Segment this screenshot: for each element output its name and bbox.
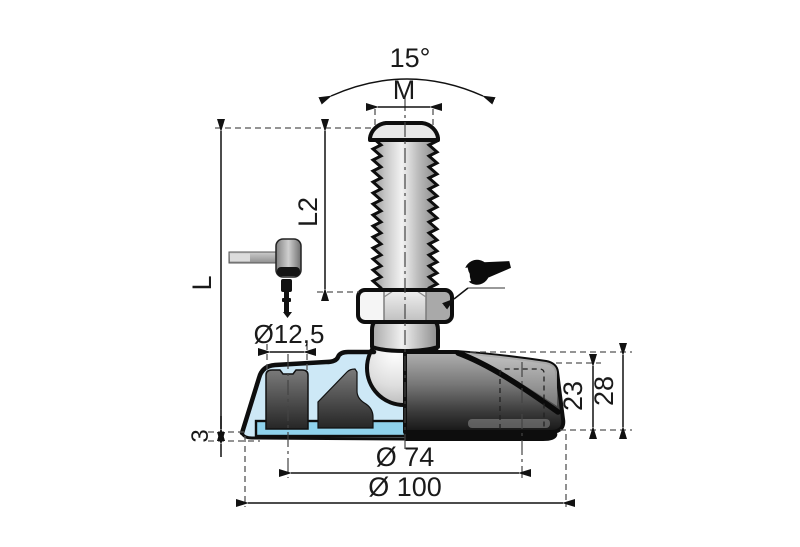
dim-base-height-28: 28	[589, 343, 627, 439]
label-d125: Ø12,5	[254, 319, 325, 349]
dim-hole-d125: Ø12,5	[254, 319, 325, 356]
label-angle: 15°	[390, 43, 431, 73]
label-28: 28	[589, 376, 619, 406]
dim-tilt-angle: 15°	[318, 43, 496, 105]
rib-insert	[317, 368, 374, 429]
exterior-highlight-strip	[468, 419, 550, 428]
mallet-icon	[228, 238, 302, 278]
dim-body-height-23: 23	[558, 354, 597, 439]
label-3: 3	[187, 429, 214, 442]
drive-pin-icon	[281, 279, 292, 318]
base-section-left	[242, 352, 407, 439]
base-exterior-right	[403, 350, 566, 441]
wrench-leader-arrow	[442, 287, 469, 310]
angle-arc	[318, 78, 496, 105]
dim-bolt-circle-d74: Ø 74	[279, 442, 531, 477]
bushing-insert	[265, 369, 309, 430]
exterior-cone-face	[458, 352, 557, 406]
label-d74: Ø 74	[376, 442, 435, 472]
section-outline	[239, 349, 377, 436]
mallet-handle-tip	[230, 253, 250, 262]
section-bottom-outline	[240, 431, 407, 441]
stud-cap	[368, 121, 440, 142]
label-L2: L2	[293, 197, 323, 227]
bottom-band	[405, 430, 558, 441]
label-23: 23	[558, 381, 588, 411]
mallet-head-cap	[277, 267, 300, 276]
label-L: L	[187, 275, 217, 290]
hidden-slot-outline	[499, 368, 545, 429]
label-d100: Ø 100	[368, 472, 442, 502]
threaded-stud	[368, 121, 440, 295]
dim-pad-thickness-3: 3	[187, 416, 225, 457]
wrench-icon	[442, 259, 511, 310]
dim-base-d100: Ø 100	[236, 472, 575, 507]
exterior-edge-curve	[455, 350, 561, 415]
dim-total-height-L: L	[187, 119, 225, 441]
dim-thread-length-L2: L2	[293, 119, 329, 301]
